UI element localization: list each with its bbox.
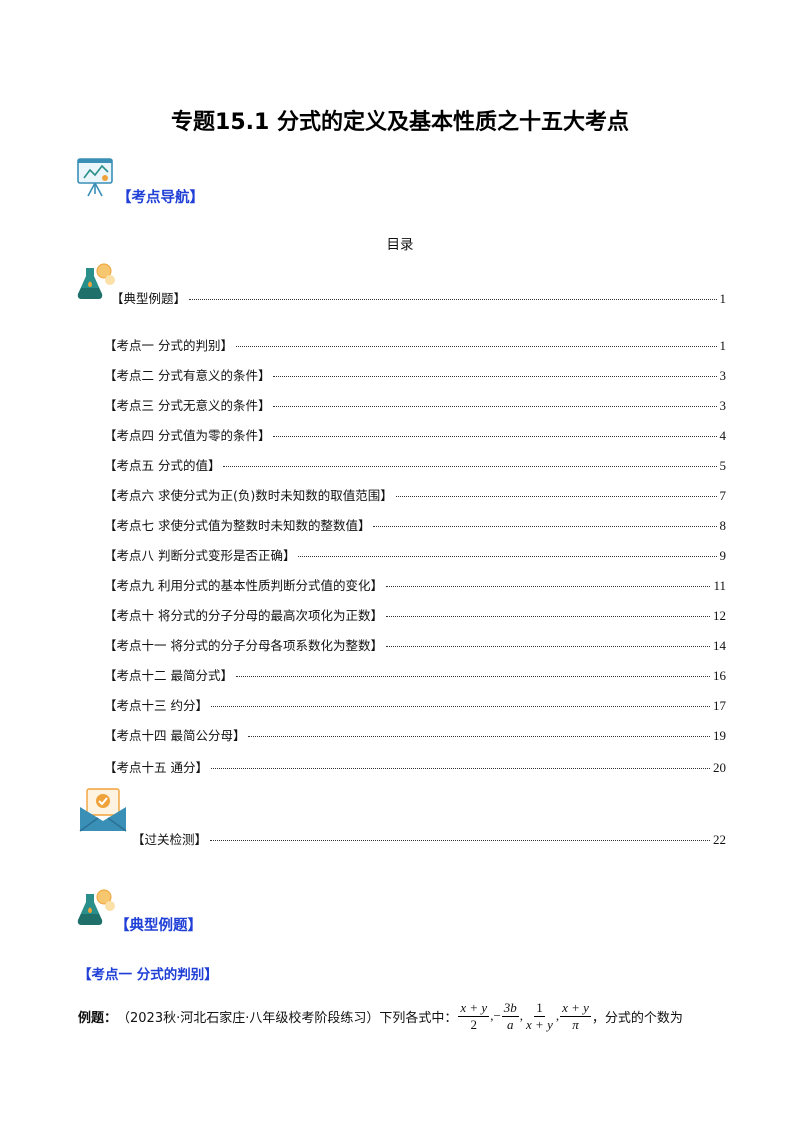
example-question: 例题： （2023秋·河北石家庄·八年级校考阶段练习）下列各式中： x + y … [78, 1000, 683, 1032]
toc-entry[interactable]: 【考点四 分式值为零的条件】 4 [104, 425, 726, 444]
fraction-sign: , [519, 1008, 524, 1024]
toc-page-number: 8 [719, 518, 727, 533]
toc-leader-dots [273, 436, 717, 437]
fraction-numerator: x + y [560, 1000, 591, 1017]
presentation-board-icon [77, 158, 113, 197]
toc-leader-dots [189, 299, 717, 300]
toc-entry-label: 【过关检测】 [132, 832, 208, 847]
toc-entry[interactable]: 【考点十 将分式的分子分母的最高次项化为正数】 12 [104, 605, 726, 624]
toc-leader-dots [373, 526, 717, 527]
toc-entry-label: 【考点十二 最简分式】 [104, 668, 233, 683]
kaodian-heading: 【考点一 分式的判别】 [78, 967, 218, 983]
toc-entry-label: 【考点十 将分式的分子分母的最高次项化为正数】 [104, 608, 383, 623]
fraction-numerator: x + y [458, 1000, 490, 1017]
toc-label: 目录 [386, 237, 414, 253]
checklist-envelope-icon [79, 788, 127, 832]
toc-entry-label: 【考点十一 将分式的分子分母各项系数化为整数】 [104, 638, 383, 653]
toc-entry[interactable]: 【考点十五 通分】 20 [104, 757, 726, 776]
toc-page-number: 11 [713, 578, 726, 593]
toc-page-number: 12 [713, 608, 726, 623]
fraction-numerator: 3b [501, 1000, 519, 1017]
example-label: 例题： [78, 1010, 118, 1026]
toc-page-number: 16 [713, 668, 726, 683]
toc-entry-label: 【考点三 分式无意义的条件】 [104, 398, 271, 413]
toc-page-number: 4 [719, 428, 727, 443]
toc-entry-label: 【考点十三 约分】 [104, 698, 208, 713]
toc-entry[interactable]: 【考点一 分式的判别】 1 [104, 335, 726, 354]
toc-leader-dots [210, 768, 710, 769]
example-source: （2023秋·河北石家庄·八年级校考阶段练习）下列各式中： [117, 1010, 458, 1026]
toc-entry-label: 【考点四 分式值为零的条件】 [104, 428, 271, 443]
toc-entry-final-check[interactable]: 【过关检测】 22 [132, 829, 726, 848]
toc-page-number: 7 [719, 488, 727, 503]
fraction-denominator: a [507, 1016, 514, 1032]
toc-leader-dots [210, 706, 710, 707]
toc-page-number: 3 [719, 398, 727, 413]
toc-entry-label: 【考点九 利用分式的基本性质判断分式值的变化】 [104, 578, 383, 593]
toc-leader-dots [273, 406, 717, 407]
toc-page-number: 14 [713, 638, 726, 653]
toc-entry-label: 【考点七 求使分式值为整数时未知数的整数值】 [104, 518, 371, 533]
toc-leader-dots [235, 676, 710, 677]
toc-entry[interactable]: 【考点九 利用分式的基本性质判断分式值的变化】 11 [104, 575, 726, 594]
section-heading: 【典型例题】 [115, 918, 202, 934]
toc-entry[interactable]: 【考点七 求使分式值为整数时未知数的整数值】 8 [104, 515, 726, 534]
flask-icon [77, 889, 115, 925]
toc-entry[interactable]: 【考点三 分式无意义的条件】 3 [104, 395, 726, 414]
toc-entry-label: 【典型例题】 [111, 291, 187, 306]
toc-entry[interactable]: 【考点六 求使分式为正(负)数时未知数的取值范围】 7 [104, 485, 726, 504]
toc-page-number: 9 [719, 548, 727, 563]
fraction-numerator: 1 [534, 1000, 545, 1017]
toc-entry-label: 【考点二 分式有意义的条件】 [104, 368, 271, 383]
fraction: x + y π [560, 1000, 591, 1032]
toc-leader-dots [385, 586, 711, 587]
toc-leader-dots [235, 346, 717, 347]
toc-leader-dots [223, 466, 717, 467]
fraction: 3b a [501, 1000, 519, 1032]
example-tail: ，分式的个数为 [591, 1010, 683, 1026]
toc-entry-label: 【考点八 判断分式变形是否正确】 [104, 548, 296, 563]
toc-entry-label: 【考点十四 最简公分母】 [104, 728, 246, 743]
toc-page-number: 5 [719, 458, 727, 473]
toc-page-number: 17 [713, 698, 726, 713]
toc-page-number: 1 [719, 338, 727, 353]
toc-page-number: 22 [713, 832, 726, 847]
fraction-denominator: 2 [470, 1016, 478, 1032]
toc-leader-dots [385, 616, 710, 617]
nav-heading: 【考点导航】 [117, 190, 204, 206]
page-title: 专题15.1 分式的定义及基本性质之十五大考点 [171, 110, 629, 135]
toc-entry-label: 【考点十五 通分】 [104, 760, 208, 775]
toc-entry-label: 【考点六 求使分式为正(负)数时未知数的取值范围】 [104, 488, 393, 503]
toc-entry[interactable]: 【考点十四 最简公分母】 19 [104, 725, 726, 744]
toc-entry[interactable]: 【考点五 分式的值】 5 [104, 455, 726, 474]
fraction-denominator: π [572, 1016, 579, 1032]
fraction: 1 x + y [524, 1000, 555, 1032]
toc-leader-dots [385, 646, 710, 647]
toc-leader-dots [273, 376, 717, 377]
toc-entry[interactable]: 【考点二 分式有意义的条件】 3 [104, 365, 726, 384]
fraction-sign: ,− [490, 1008, 501, 1024]
toc-entry[interactable]: 【考点八 判断分式变形是否正确】 9 [104, 545, 726, 564]
toc-entry[interactable]: 【考点十二 最简分式】 16 [104, 665, 726, 684]
toc-leader-dots [298, 556, 717, 557]
toc-leader-dots [210, 840, 710, 841]
toc-leader-dots [395, 496, 717, 497]
toc-leader-dots [248, 736, 710, 737]
toc-page-number: 1 [719, 291, 727, 306]
toc-page-number: 20 [713, 760, 726, 775]
toc-entry[interactable]: 【考点十一 将分式的分子分母各项系数化为整数】 14 [104, 635, 726, 654]
toc-entry-label: 【考点一 分式的判别】 [104, 338, 233, 353]
toc-entry-typical-examples[interactable]: 【典型例题】 1 [111, 288, 726, 307]
toc-page-number: 19 [713, 728, 726, 743]
flask-icon [77, 263, 115, 299]
fraction: x + y 2 [458, 1000, 490, 1032]
toc-page-number: 3 [719, 368, 727, 383]
toc-entry-label: 【考点五 分式的值】 [104, 458, 221, 473]
fraction-denominator: x + y [526, 1016, 553, 1032]
fraction-sign: , [555, 1008, 560, 1024]
toc-entry[interactable]: 【考点十三 约分】 17 [104, 695, 726, 714]
